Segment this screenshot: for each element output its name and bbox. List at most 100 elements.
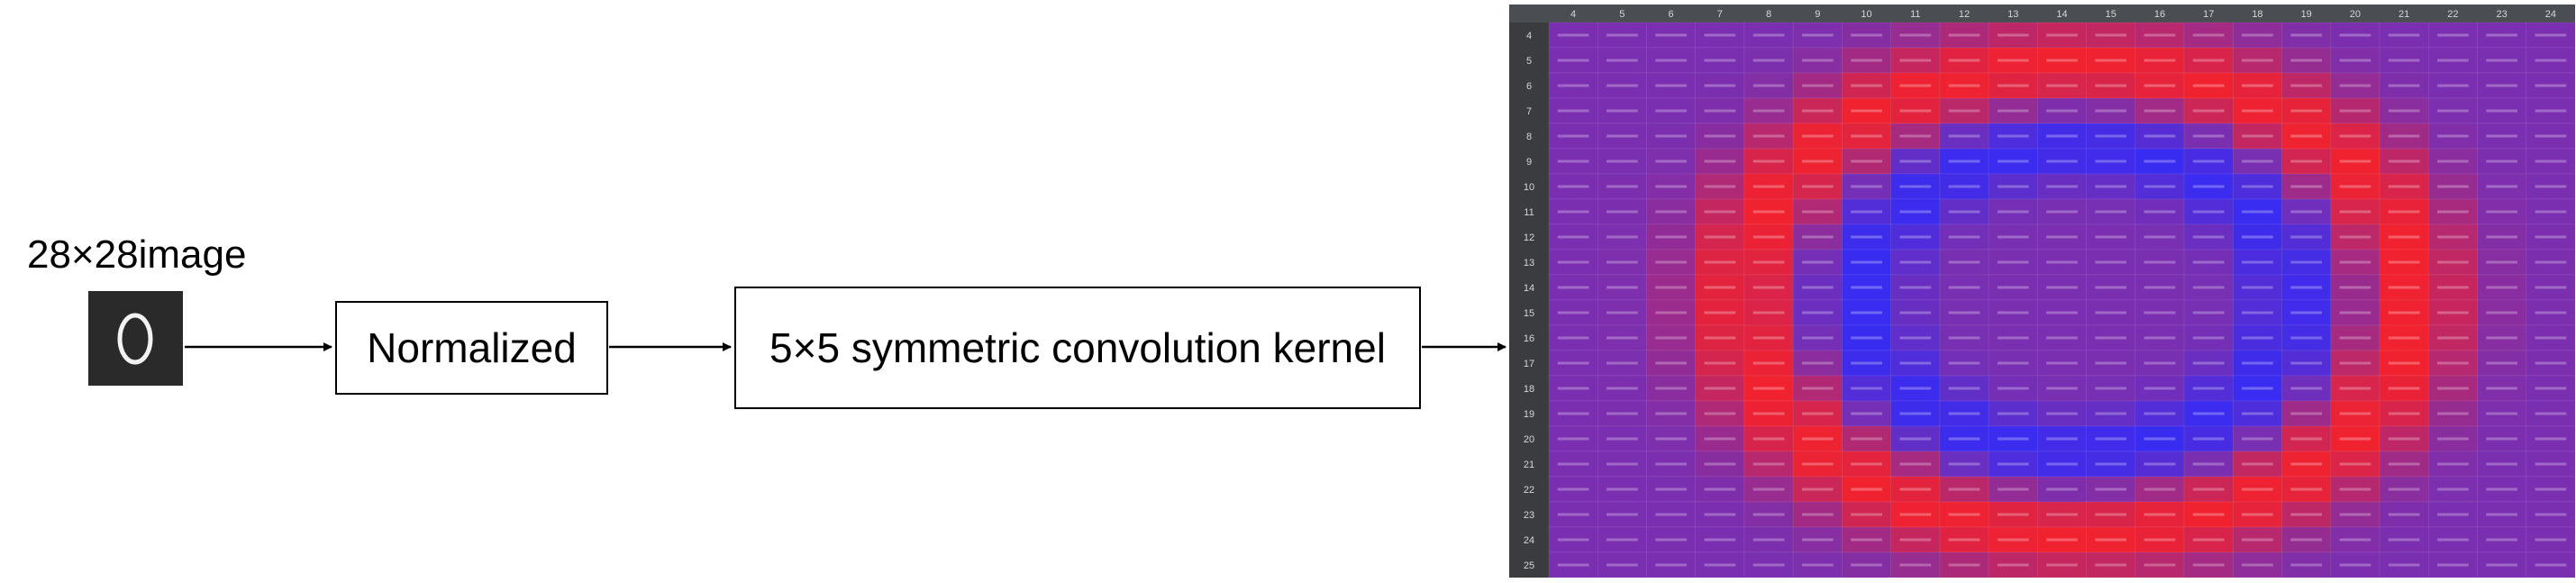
feature-map-cell [1842, 223, 1891, 251]
feature-map-cell [2379, 148, 2429, 175]
feature-map-cell [1743, 148, 1794, 175]
feature-map-cell [1792, 350, 1843, 377]
feature-map-cell [2037, 501, 2087, 528]
feature-map-cell [2135, 526, 2185, 553]
feature-map-cell [1890, 97, 1941, 124]
feature-map-cell [2379, 173, 2429, 200]
feature-map-cell [1743, 451, 1794, 478]
feature-map-cell [1548, 72, 1598, 99]
feature-map-cell [1890, 425, 1941, 452]
row-header-cell [1509, 199, 1549, 224]
feature-map-cell [1646, 249, 1697, 276]
feature-map-cell [1890, 375, 1941, 402]
row-header-cell [1509, 325, 1549, 351]
feature-map-cell [2330, 526, 2380, 553]
feature-map-cell [2281, 425, 2332, 452]
feature-map-cell [1695, 451, 1745, 478]
feature-map-cell [2477, 350, 2527, 377]
feature-map-cell [2183, 476, 2234, 503]
row-header-cell [1509, 477, 1549, 502]
feature-map-cell [1548, 324, 1598, 351]
feature-map-cell [1842, 476, 1891, 503]
feature-map-cell [2233, 451, 2282, 478]
feature-map-cell [2379, 551, 2429, 578]
feature-map-cell [1695, 350, 1745, 377]
feature-map-cell [2477, 451, 2527, 478]
feature-map-cell [2427, 400, 2478, 427]
feature-map-cell [1597, 501, 1647, 528]
feature-map-cell [1988, 72, 2038, 99]
feature-map-cell [2281, 223, 2332, 251]
row-header: 8 [1526, 132, 1532, 142]
feature-map-cell [2233, 526, 2282, 553]
column-header-band [1509, 5, 2575, 23]
feature-map-cell [2135, 476, 2185, 503]
feature-map-cell [1743, 400, 1794, 427]
feature-map-cell [1548, 501, 1598, 528]
feature-map-cell [1548, 299, 1598, 326]
feature-map-cell [2526, 47, 2575, 74]
feature-map-cell [2427, 198, 2478, 225]
row-header: 10 [1524, 182, 1534, 193]
feature-map-cell [1743, 324, 1794, 351]
feature-map-cell [1695, 22, 1745, 49]
feature-map-cell [2477, 249, 2527, 276]
feature-map-cell [2086, 551, 2136, 578]
feature-map-cell [1743, 97, 1794, 124]
feature-map-cell [2183, 97, 2234, 124]
feature-map-cell [2183, 249, 2234, 276]
row-header-cell [1509, 149, 1549, 174]
feature-map-cell [1743, 22, 1794, 49]
feature-map-cell [1597, 148, 1647, 175]
feature-map-cell [2379, 97, 2429, 124]
feature-map-cell [1988, 223, 2038, 251]
feature-map-cell [1890, 324, 1941, 351]
feature-map-cell [2086, 476, 2136, 503]
column-header: 21 [2399, 9, 2409, 20]
feature-map-cell [2330, 501, 2380, 528]
feature-map-cell [1646, 425, 1697, 452]
feature-map-cell [1939, 97, 1989, 124]
row-header-cell [1509, 527, 1549, 552]
feature-map-cell [2427, 526, 2478, 553]
feature-map-cell [1646, 526, 1697, 553]
feature-map-cell [1939, 123, 1989, 150]
feature-map-cell [2526, 501, 2575, 528]
row-header-cell [1509, 48, 1549, 73]
column-header: 4 [1570, 9, 1576, 20]
feature-map-cell [2183, 198, 2234, 225]
feature-map-cell [2135, 274, 2185, 301]
feature-map-cell [2427, 375, 2478, 402]
feature-map-cell [1842, 375, 1891, 402]
row-header-cell [1509, 376, 1549, 401]
feature-map-cell [2183, 299, 2234, 326]
feature-map-cell [1890, 173, 1941, 200]
row-header: 13 [1524, 258, 1534, 269]
feature-map-cell [2135, 123, 2185, 150]
feature-map-cell [1695, 425, 1745, 452]
column-header: 17 [2203, 9, 2214, 20]
feature-map-cell [1988, 551, 2038, 578]
digit-zero-icon [88, 291, 183, 386]
feature-map-cell [2183, 400, 2234, 427]
feature-map-cell [2233, 173, 2282, 200]
feature-map-cell [1646, 72, 1697, 99]
feature-map-cell [2526, 148, 2575, 175]
feature-map-cell [1597, 551, 1647, 578]
feature-map-cell [2086, 375, 2136, 402]
feature-map-cell [2135, 223, 2185, 251]
feature-map-cell [2183, 375, 2234, 402]
feature-map-cell [1646, 173, 1697, 200]
feature-map-cell [1695, 148, 1745, 175]
feature-map-cell [2281, 72, 2332, 99]
feature-map-cell [2427, 123, 2478, 150]
row-header-cell [1509, 401, 1549, 426]
feature-map-cell [1890, 400, 1941, 427]
feature-map-cell [2477, 375, 2527, 402]
feature-map-cell [2037, 350, 2087, 377]
feature-map-cell [1743, 249, 1794, 276]
feature-map-cell [2281, 400, 2332, 427]
feature-map-cell [2379, 274, 2429, 301]
feature-map-cell [1988, 425, 2038, 452]
feature-map-cell [2086, 123, 2136, 150]
